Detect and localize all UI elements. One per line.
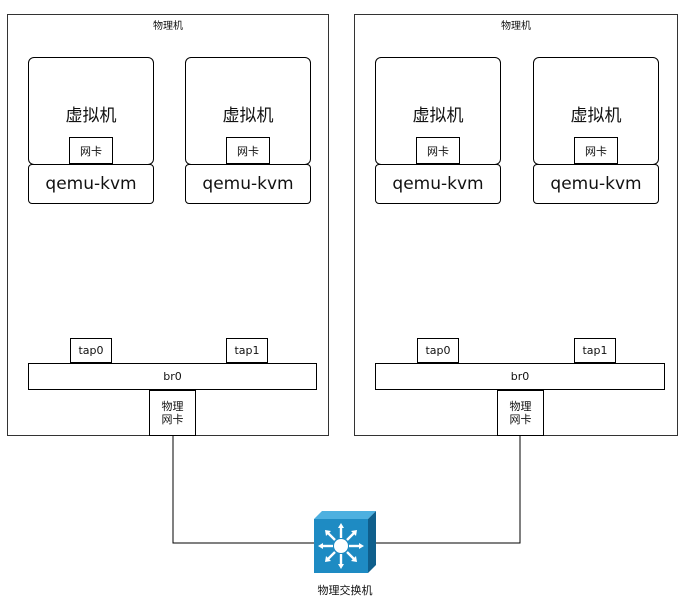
qemu-kvm-process[interactable]: qemu-kvm xyxy=(375,164,501,204)
vm-label: 虚拟机 xyxy=(222,106,274,126)
qemu-kvm-process[interactable]: qemu-kvm xyxy=(533,164,659,204)
qemu-kvm-process[interactable]: qemu-kvm xyxy=(28,164,154,204)
vm-label: 虚拟机 xyxy=(412,106,464,126)
host-title: 物理机 xyxy=(501,21,531,32)
tap-device: tap0 xyxy=(70,338,112,363)
vm-label: 虚拟机 xyxy=(570,106,622,126)
vm-nic: 网卡 xyxy=(416,137,460,164)
physical-nic-line2: 网卡 xyxy=(509,413,532,426)
vm-label: 虚拟机 xyxy=(65,106,117,126)
bridge-br0[interactable]: br0 xyxy=(28,363,317,390)
qemu-kvm-process[interactable]: qemu-kvm xyxy=(185,164,311,204)
vm-nic: 网卡 xyxy=(574,137,618,164)
physical-nic: 物理 网卡 xyxy=(497,390,544,436)
physical-nic-line1: 物理 xyxy=(509,400,532,413)
tap-device: tap1 xyxy=(574,338,616,363)
tap-device: tap1 xyxy=(226,338,268,363)
vm-1-2[interactable]: 虚拟机 xyxy=(185,57,311,165)
physical-nic-line2: 网卡 xyxy=(161,413,184,426)
tap-device: tap0 xyxy=(417,338,459,363)
switch-label: 物理交换机 xyxy=(317,584,373,597)
vm-nic: 网卡 xyxy=(226,137,270,164)
switch-icon[interactable] xyxy=(312,509,378,575)
physical-nic-line1: 物理 xyxy=(161,400,184,413)
host-title: 物理机 xyxy=(153,21,183,32)
bridge-br0[interactable]: br0 xyxy=(375,363,665,390)
vm-nic: 网卡 xyxy=(69,137,113,164)
physical-nic: 物理 网卡 xyxy=(149,390,196,436)
vm-2-2[interactable]: 虚拟机 xyxy=(533,57,659,165)
